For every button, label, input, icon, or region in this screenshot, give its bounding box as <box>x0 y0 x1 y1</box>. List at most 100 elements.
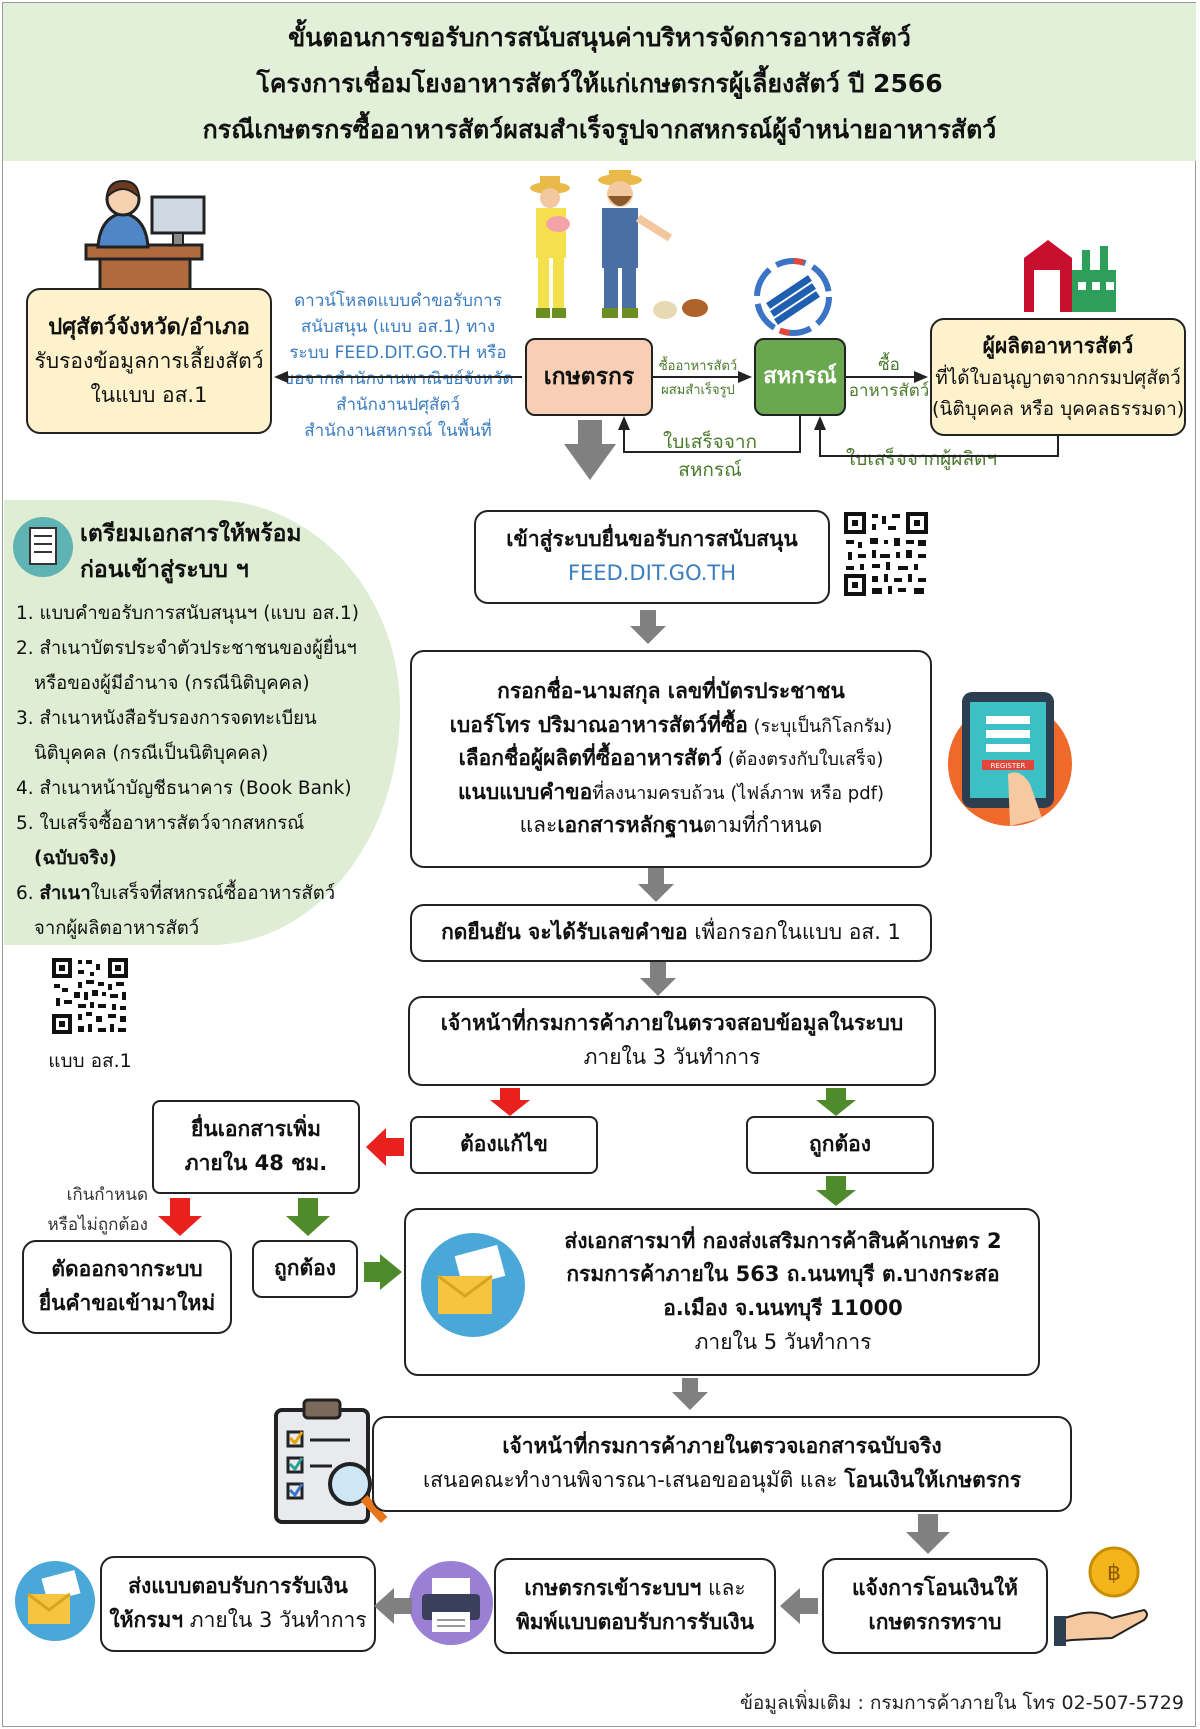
overdue-note-line-2: หรือไม่ถูกต้อง <box>47 1215 148 1235</box>
qr-code-system-icon <box>842 510 930 598</box>
prepare-doc-item: จากผู้ผลิตอาหารสัตว์ <box>34 918 200 939</box>
receipt-from-coop-label: ใบเสร็จจาก สหกรณ์ <box>650 428 770 484</box>
needs-fix-label: ต้องแก้ไข <box>460 1132 548 1157</box>
fill-form-line-4-note: ที่ลงนามครบถ้วน (ไฟล์ภาพ หรือ pdf) <box>592 782 885 804</box>
feed-producer-box: ผู้ผลิตอาหารสัตว์ ที่ได้ใบอนุญาตจากกรมปศ… <box>930 318 1186 436</box>
send-back-bold: ให้กรมฯ <box>109 1608 184 1632</box>
footer-contact: ข้อมูลเพิ่มเติม : กรมการค้าภายใน โทร 02-… <box>739 1692 1184 1714</box>
prepare-doc-item: 3. สำเนาหนังสือรับรองการจดทะเบียน <box>16 708 317 729</box>
header-title-line-1: ขั้นตอนการขอรับการสนับสนุนค่าบริหารจัดกา… <box>288 23 911 52</box>
coin-hand-icon: ฿ <box>1054 1546 1148 1646</box>
confirm-step-bold: กดยืนยัน จะได้รับเลขคำขอ <box>441 920 688 945</box>
print-receipt-line-2: พิมพ์แบบตอบรับการรับเงิน <box>515 1610 755 1634</box>
tablet-register-text: REGISTER <box>991 762 1026 770</box>
buy-feed-label-2-line-1: ซื้อ <box>878 355 900 375</box>
tablet-register-icon: REGISTER <box>948 692 1072 826</box>
receipt-from-producer-label: ใบเสร็จจากผู้ผลิตฯ <box>846 448 997 470</box>
buy-feed-label-line-1: ซื้ออาหารสัตว์ <box>658 359 738 374</box>
correct-box: ถูกต้อง <box>746 1116 934 1174</box>
buy-feed-label-2-line-2: อาหารสัตว์ <box>848 381 930 401</box>
cooperative-box: สหกรณ์ <box>754 338 846 416</box>
fill-form-line-2: เบอร์โทร ปริมาณอาหารสัตว์ที่ซื้อ (ระบุเป… <box>412 709 930 743</box>
fill-form-line-2-bold: เบอร์โทร ปริมาณอาหารสัตว์ที่ซื้อ <box>449 712 748 737</box>
correct-after-resubmit-box: ถูกต้อง <box>252 1240 358 1298</box>
removed-line-1: ตัดออกจากระบบ <box>51 1257 203 1282</box>
feed-producer-line-3: (นิติบุคคล หรือ บุคคลธรรมดา) <box>932 397 1185 420</box>
fill-form-line-2-note: (ระบุเป็นกิโลกรัม) <box>747 715 893 737</box>
prepare-doc-text: ใบเสร็จที่สหกรณ์ซื้ออาหารสัตว์ <box>90 883 336 904</box>
print-receipt-line-1: เกษตรกรเข้าระบบฯ และ <box>496 1572 774 1606</box>
verify-originals-transfer: โอนเงินให้เกษตรกร <box>844 1468 1022 1492</box>
cooperative-label: สหกรณ์ <box>763 364 837 390</box>
fill-form-line-4-bold: แนบแบบคำขอ <box>457 779 593 804</box>
notify-transfer-box: แจ้งการโอนเงินให้ เกษตรกรทราบ <box>822 1558 1048 1654</box>
prepare-doc-item: หรือของผู้มีอำนาจ (กรณีนิติบุคคล) <box>34 673 310 694</box>
farmer-box: เกษตรกร <box>525 338 653 416</box>
system-check-title: เจ้าหน้าที่กรมการค้าภายในตรวจสอบข้อมูลใน… <box>440 1011 904 1036</box>
overdue-note-line-1: เกินกำหนด <box>66 1185 148 1205</box>
checklist-icon <box>13 517 73 577</box>
cooperative-logo <box>754 258 832 336</box>
prepare-doc-item: 4. สำเนาหน้าบัญชีธนาคาร (Book Bank) <box>16 778 352 799</box>
removed-line-2: ยื่นคำขอเข้ามาใหม่ <box>38 1291 216 1315</box>
verify-originals-title: เจ้าหน้าที่กรมการค้าภายในตรวจเอกสารฉบับจ… <box>502 1434 942 1459</box>
print-receipt-and: และ <box>701 1576 746 1601</box>
prepare-doc-item: (ฉบับจริง) <box>34 848 117 869</box>
notify-transfer-line-1: แจ้งการโอนเงินให้ <box>851 1576 1018 1601</box>
login-step-title: เข้าสู่ระบบยื่นขอรับการสนับสนุน <box>506 527 798 552</box>
feed-producer-line-2: ที่ได้ใบอนุญาตจากกรมปศุสัตว์ <box>935 367 1181 390</box>
send-back-form-box: ส่งแบบตอบรับการรับเงิน ให้กรมฯ ภายใน 3 ว… <box>100 1556 376 1652</box>
send-documents-deadline: ภายใน 5 วันทำการ <box>694 1329 872 1354</box>
officer-desk-icon <box>84 179 206 299</box>
print-receipt-box: เกษตรกรเข้าระบบฯ และ พิมพ์แบบตอบรับการรั… <box>494 1558 776 1654</box>
buy-feed-label-2: ซื้อ อาหารสัตว์ <box>848 352 930 404</box>
fill-form-line-5-bold: เอกสารหลักฐาน <box>557 813 703 838</box>
download-note-line: ขอจากสำนักงานพาณิชย์จังหวัด <box>282 369 514 389</box>
send-back-line-2: ให้กรมฯ ภายใน 3 วันทำการ <box>102 1604 374 1638</box>
prepare-doc-item: 1. แบบคำขอรับการสนับสนุนฯ (แบบ อส.1) <box>16 603 359 624</box>
prepare-doc-number: 6. <box>16 883 40 904</box>
correct-label: ถูกต้อง <box>809 1132 871 1157</box>
send-back-deadline: ภายใน 3 วันทำการ <box>183 1608 367 1632</box>
receipt-from-coop-line-2: สหกรณ์ <box>678 459 742 481</box>
resubmit-box: ยื่นเอกสารเพิ่ม ภายใน 48 ชม. <box>152 1100 360 1194</box>
fill-form-line-5-c: ตามที่กำหนด <box>702 813 823 838</box>
fill-form-line-3: เลือกชื่อผู้ผลิตที่ซื้ออาหารสัตว์ (ต้องต… <box>412 742 930 776</box>
resubmit-line-1: ยื่นเอกสารเพิ่ม <box>191 1117 321 1142</box>
system-check-step-box: เจ้าหน้าที่กรมการค้าภายในตรวจสอบข้อมูลใน… <box>408 996 936 1086</box>
fill-form-line-3-bold: เลือกชื่อผู้ผลิตที่ซื้ออาหารสัตว์ <box>458 746 723 771</box>
download-note-line: สำนักงานสหกรณ์ ในพื้นที่ <box>304 421 492 441</box>
verify-originals-box: เจ้าหน้าที่กรมการค้าภายในตรวจเอกสารฉบับจ… <box>372 1416 1072 1512</box>
printer-icon <box>409 1561 493 1645</box>
verify-originals-line-2: เสนอคณะทำงานพิจารณา-เสนอขออนุมัติ และ โอ… <box>374 1464 1070 1498</box>
fill-form-line-5: และเอกสารหลักฐานตามที่กำหนด <box>412 809 930 843</box>
factory-icon <box>1024 240 1116 312</box>
receipt-from-coop-line-1: ใบเสร็จจาก <box>662 431 758 453</box>
prepare-document-list: 1. แบบคำขอรับการสนับสนุนฯ (แบบ อส.1) 2. … <box>16 596 396 946</box>
confirm-step-text: กดยืนยัน จะได้รับเลขคำขอ เพื่อกรอกในแบบ … <box>412 916 930 950</box>
confirm-step-box: กดยืนยัน จะได้รับเลขคำขอ เพื่อกรอกในแบบ … <box>410 904 932 962</box>
livestock-office-line-2: รับรองข้อมูลการเลี้ยงสัตว์ <box>34 349 264 373</box>
login-step-url[interactable]: FEED.DIT.GO.TH <box>567 561 737 585</box>
removed-from-system-box: ตัดออกจากระบบ ยื่นคำขอเข้ามาใหม่ <box>22 1240 232 1334</box>
page-header: ขั้นตอนการขอรับการสนับสนุนค่าบริหารจัดกา… <box>3 3 1196 161</box>
prepare-doc-item: 2. สำเนาบัตรประจำตัวประชาชนของผู้ยื่นฯ <box>16 638 357 659</box>
correct-after-resubmit-label: ถูกต้อง <box>274 1256 336 1281</box>
livestock-office-box: ปศุสัตว์จังหวัด/อำเภอ รับรองข้อมูลการเลี… <box>26 288 272 434</box>
prepare-doc-item: นิติบุคคล (กรณีเป็นนิติบุคคล) <box>34 743 269 764</box>
send-documents-line-2: กรมการค้าภายใน 563 ถ.นนทบุรี ต.บางกระสอ <box>566 1262 1000 1287</box>
send-back-line-1: ส่งแบบตอบรับการรับเงิน <box>128 1574 348 1599</box>
feed-producer-title: ผู้ผลิตอาหารสัตว์ <box>982 333 1134 358</box>
print-receipt-bold: เกษตรกรเข้าระบบฯ <box>524 1576 702 1601</box>
fill-form-line-4: แนบแบบคำขอที่ลงนามครบถ้วน (ไฟล์ภาพ หรือ … <box>412 776 930 810</box>
overdue-note: เกินกำหนด หรือไม่ถูกต้อง <box>18 1180 148 1240</box>
clipboard-inspect-icon <box>274 1398 388 1524</box>
download-note: ดาวน์โหลดแบบคำขอรับการ สนับสนุน (แบบ อส.… <box>278 288 518 444</box>
buy-feed-label-line-2: ผสมสำเร็จรูป <box>661 383 735 398</box>
send-documents-line-1: ส่งเอกสารมาที่ กองส่งเสริมการค้าสินค้าเก… <box>564 1228 1002 1253</box>
farmer-label: เกษตรกร <box>543 363 635 390</box>
buy-feed-label: ซื้ออาหารสัตว์ ผสมสำเร็จรูป <box>657 355 739 403</box>
needs-fix-box: ต้องแก้ไข <box>410 1116 598 1174</box>
fill-form-step-box: กรอกชื่อ-นามสกุล เลขที่บัตรประชาชน เบอร์… <box>410 650 932 868</box>
